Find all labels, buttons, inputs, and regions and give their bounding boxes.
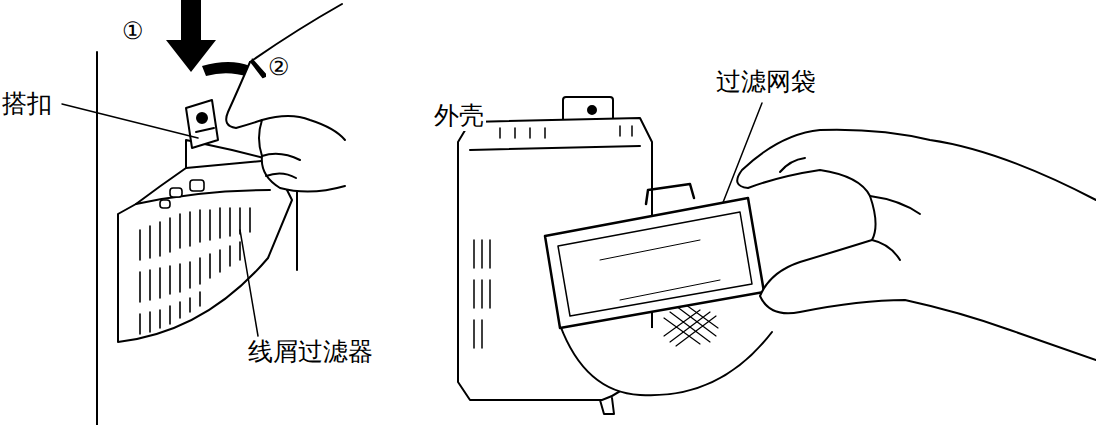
part-label: 搭扣 xyxy=(0,90,54,119)
callout-number: ① xyxy=(120,18,146,46)
callout-number: ② xyxy=(266,54,292,82)
part-label: 外壳 xyxy=(432,102,486,131)
part-label: 线屑过滤器 xyxy=(246,338,375,367)
part-label: 过滤网袋 xyxy=(714,68,818,97)
